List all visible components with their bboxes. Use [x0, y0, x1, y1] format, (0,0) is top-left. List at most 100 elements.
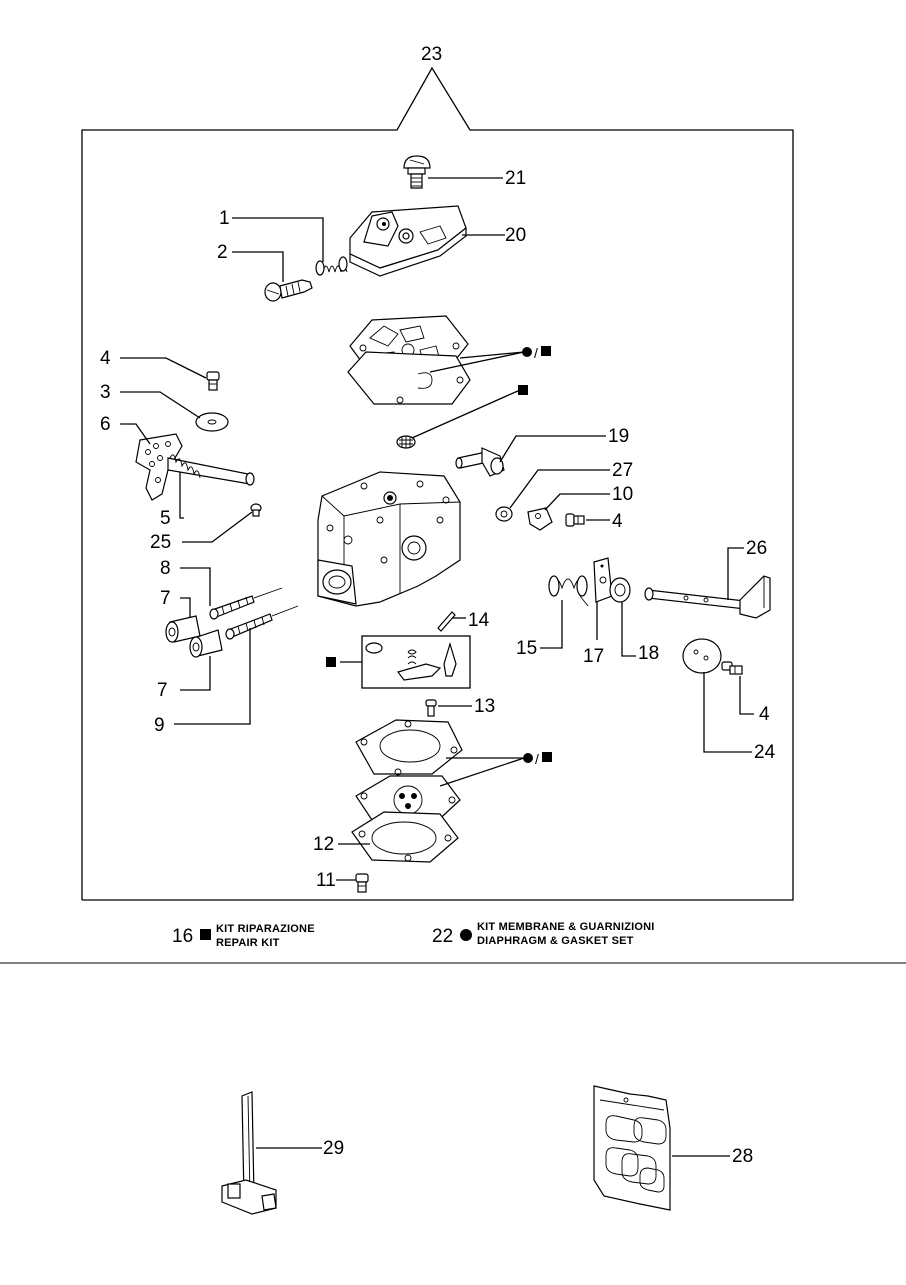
legend-circle-mark [460, 929, 472, 941]
part-29-adjustment-tool [221, 1091, 277, 1215]
part-15-spring [548, 575, 589, 607]
leader-kit-screen [411, 389, 521, 439]
part-carburetor-body [317, 471, 461, 607]
part-4-screw-left [206, 371, 220, 391]
leader-6 [120, 423, 151, 445]
callout-27: 27 [612, 460, 633, 481]
callout-2: 2 [217, 242, 228, 263]
leader-kit-top-b [429, 351, 525, 373]
part-24-throttle-disc [682, 638, 722, 674]
leader-7-bottom [180, 656, 211, 691]
part-21-screw [403, 155, 431, 189]
part-10-lever [527, 507, 553, 531]
leader-2 [232, 251, 284, 282]
leader-24 [703, 672, 752, 753]
leader-25 [182, 511, 253, 543]
callout-1: 1 [219, 208, 230, 229]
legend-gasket-set-number: 22 [432, 926, 453, 947]
part-diaphragm-stack [351, 719, 463, 863]
legend-repair-kit: 16 KIT RIPARAZIONE REPAIR KIT [172, 923, 315, 949]
leader-26 [727, 547, 744, 600]
part-filter-screen [396, 435, 416, 449]
repair-kit-mark-box [326, 657, 336, 667]
part-13-screw [425, 699, 437, 717]
leader-10 [544, 493, 610, 511]
callout-5: 5 [160, 508, 171, 529]
callout-15: 15 [516, 638, 537, 659]
leader-kit-bottom-b [439, 757, 525, 787]
leader-3 [120, 391, 201, 419]
callout-4-right: 4 [612, 511, 623, 532]
part-20-cover [349, 205, 467, 277]
callout-19: 19 [608, 426, 629, 447]
leader-1 [232, 217, 324, 262]
leader-19 [499, 435, 606, 463]
leader-4-lower [739, 676, 754, 715]
callout-12: 12 [313, 834, 334, 855]
legend-square-mark [200, 929, 211, 940]
part-3-washer [195, 412, 229, 432]
legend-gasket-set-line2: DIAPHRAGM & GASKET SET [477, 935, 634, 947]
part-top-gaskets [347, 315, 471, 405]
repair-kit-box [361, 635, 471, 689]
callout-24: 24 [754, 742, 776, 763]
legend-gasket-set: 22 KIT MEMBRANE & GUARNIZIONI DIAPHRAGM … [432, 921, 655, 947]
part-4-screw-right [565, 513, 585, 527]
leader-4-left [120, 357, 207, 379]
leader-18 [621, 602, 636, 657]
callout-8: 8 [160, 558, 171, 579]
part-8-needle [209, 587, 283, 620]
leader-9 [174, 628, 251, 725]
callout-7-bottom: 7 [157, 680, 168, 701]
leader-8 [180, 567, 211, 606]
part-18-bushing [609, 577, 631, 603]
part-1-spring [315, 256, 348, 276]
part-9-needle [225, 605, 299, 640]
callout-14: 14 [468, 610, 490, 631]
kit-mark-separator: / [534, 345, 538, 361]
callout-3: 3 [100, 382, 111, 403]
callout-7-top: 7 [160, 588, 171, 609]
part-11-screw [355, 873, 369, 893]
leader-kit-top-a [459, 351, 525, 359]
legend-repair-kit-line1: KIT RIPARAZIONE [216, 923, 315, 935]
kit-mark-top: / [522, 345, 551, 361]
legend-gasket-set-line1: KIT MEMBRANE & GUARNIZIONI [477, 921, 655, 933]
assembly-frame [81, 66, 794, 901]
callout-17: 17 [583, 646, 604, 667]
leader-5 [179, 472, 184, 519]
callout-20: 20 [505, 225, 526, 246]
part-17-plate [593, 557, 613, 603]
callout-13: 13 [474, 696, 495, 717]
part-26-shaft [644, 575, 771, 619]
leader-27 [509, 469, 610, 509]
callout-26: 26 [746, 538, 767, 559]
legend-repair-kit-line2: REPAIR KIT [216, 937, 280, 949]
part-4-screw-lower [721, 661, 743, 675]
callout-28: 28 [732, 1146, 753, 1167]
part-6-lever [135, 433, 183, 501]
part-14-pin [437, 611, 456, 632]
callout-11: 11 [316, 870, 336, 891]
callout-4-lower: 4 [759, 704, 770, 725]
part-7-caps [165, 615, 223, 658]
part-5-shaft [167, 454, 255, 486]
kit-mark-separator-bottom: / [535, 751, 539, 767]
callout-9: 9 [154, 715, 165, 736]
part-27-bushing [495, 506, 513, 522]
part-19-fitting [455, 447, 505, 477]
part-28-shield [593, 1085, 671, 1211]
callout-29: 29 [323, 1138, 344, 1159]
callout-10: 10 [612, 484, 633, 505]
callout-18: 18 [638, 643, 659, 664]
repair-kit-mark-screen [518, 385, 528, 395]
leader-7-top [180, 597, 191, 618]
callout-6: 6 [100, 414, 111, 435]
callout-4-left: 4 [100, 348, 111, 369]
callout-25: 25 [150, 532, 171, 553]
legend-repair-kit-number: 16 [172, 926, 193, 947]
assembly-number: 23 [421, 44, 442, 65]
callout-21: 21 [505, 168, 526, 189]
